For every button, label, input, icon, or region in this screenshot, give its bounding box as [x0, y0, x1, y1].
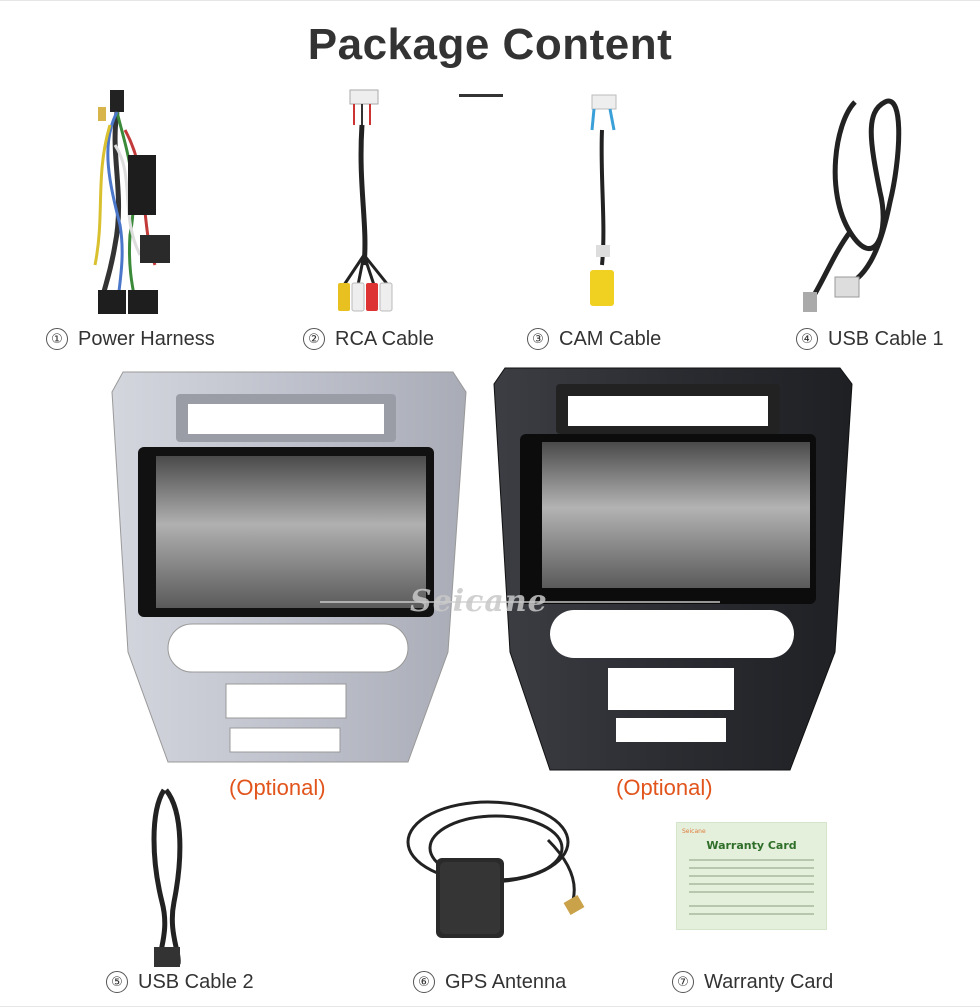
- cam-cable-image: [590, 94, 617, 306]
- item-rca-cable: ② RCA Cable: [303, 328, 434, 351]
- black-panel-image: [493, 367, 853, 771]
- item-number: ⑦: [672, 971, 694, 993]
- item-power-harness: ① Power Harness: [46, 328, 215, 351]
- warranty-text-line: [689, 913, 814, 915]
- usb-cable-1-image: [803, 98, 902, 312]
- warranty-text-line: [689, 883, 814, 885]
- item-gps-antenna: ⑥ GPS Antenna: [413, 971, 566, 994]
- item-number: ①: [46, 328, 68, 350]
- top-border: [0, 0, 980, 1]
- warranty-text-line: [689, 867, 814, 869]
- warranty-text-line: [689, 891, 814, 893]
- watermark: Seicane: [410, 584, 548, 619]
- optional-note-silver: (Optional): [229, 775, 326, 800]
- item-label: Warranty Card: [704, 971, 834, 993]
- item-usb-cable-1: ④ USB Cable 1: [796, 328, 944, 351]
- warranty-card-brand: Seicane: [682, 828, 706, 835]
- gps-antenna-image: [406, 800, 585, 938]
- power-harness-image: [93, 90, 170, 314]
- usb-cable-2-image: [151, 788, 183, 967]
- item-label: CAM Cable: [559, 328, 662, 350]
- item-cam-cable: ③ CAM Cable: [527, 328, 661, 351]
- item-warranty-card: ⑦ Warranty Card: [672, 971, 833, 994]
- warranty-card-image: Seicane Warranty Card: [676, 822, 827, 930]
- rca-cable-image: [338, 89, 393, 312]
- item-label: Power Harness: [78, 328, 215, 350]
- warranty-text-line: [689, 905, 814, 907]
- item-number: ②: [303, 328, 325, 350]
- item-label: USB Cable 1: [828, 328, 944, 350]
- title-underline: [459, 94, 503, 97]
- warranty-text-line: [689, 875, 814, 877]
- warranty-card-title: Warranty Card: [706, 839, 797, 852]
- silver-panel-image: [111, 371, 467, 763]
- item-usb-cable-2: ⑤ USB Cable 2: [106, 971, 254, 994]
- watermark-line: [320, 601, 720, 603]
- item-number: ⑥: [413, 971, 435, 993]
- page-title: Package Content: [307, 20, 673, 69]
- item-number: ④: [796, 328, 818, 350]
- item-number: ③: [527, 328, 549, 350]
- item-number: ⑤: [106, 971, 128, 993]
- item-label: RCA Cable: [335, 328, 434, 350]
- warranty-text-line: [689, 859, 814, 861]
- optional-note-black: (Optional): [616, 775, 713, 800]
- item-label: GPS Antenna: [445, 971, 567, 993]
- item-label: USB Cable 2: [138, 971, 254, 993]
